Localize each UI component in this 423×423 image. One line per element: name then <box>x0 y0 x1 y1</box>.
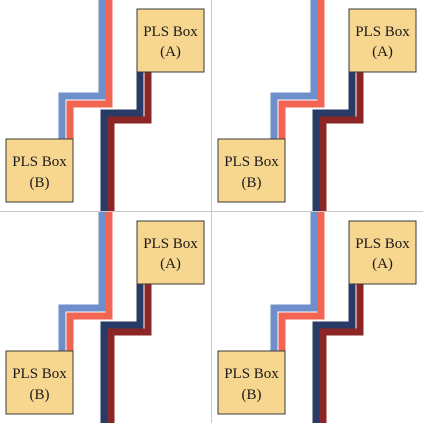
panel-bottom-right: PLS Box (A) PLS Box (B) <box>217 212 417 423</box>
pls-box-b-line1: PLS Box <box>224 366 279 382</box>
pls-box-b: PLS Box (B) <box>5 138 74 203</box>
pls-box-a-line2: (A) <box>372 44 393 60</box>
pls-box-a-line2: (A) <box>160 256 181 272</box>
pls-box-b: PLS Box (B) <box>217 138 286 203</box>
pls-box-a: PLS Box (A) <box>136 220 205 285</box>
pls-box-b-line2: (B) <box>242 175 262 191</box>
wire-red <box>66 0 113 140</box>
pls-box-a-line1: PLS Box <box>355 24 410 40</box>
wire-dark-red <box>107 282 152 423</box>
wire-red <box>278 212 325 352</box>
pls-box-b-line1: PLS Box <box>12 366 67 382</box>
wire-dark-red <box>319 70 364 211</box>
pls-box-a-line1: PLS Box <box>143 236 198 252</box>
wire-navy <box>312 282 356 423</box>
pls-box-b-line2: (B) <box>30 175 50 191</box>
wire-light-blue <box>58 212 106 352</box>
wire-red <box>66 212 113 352</box>
panel-top-left: PLS Box (A) PLS Box (B) <box>5 0 205 211</box>
pls-box-b-line1: PLS Box <box>12 154 67 170</box>
pls-box-a-line2: (A) <box>160 44 181 60</box>
wire-dark-red <box>107 70 152 211</box>
panel-bottom-left: PLS Box (A) PLS Box (B) <box>5 212 205 423</box>
pls-box-a-line1: PLS Box <box>143 24 198 40</box>
wire-navy <box>312 70 356 211</box>
pls-box-b: PLS Box (B) <box>5 350 74 415</box>
pls-box-a: PLS Box (A) <box>136 8 205 73</box>
pls-box-b-line1: PLS Box <box>224 154 279 170</box>
pls-box-a-line1: PLS Box <box>355 236 410 252</box>
pls-box-a: PLS Box (A) <box>348 8 417 73</box>
pls-box-a-line2: (A) <box>372 256 393 272</box>
wire-light-blue <box>270 212 318 352</box>
wire-navy <box>100 282 144 423</box>
wire-red <box>278 0 325 140</box>
wire-navy <box>100 70 144 211</box>
wire-light-blue <box>270 0 318 140</box>
panel-top-right: PLS Box (A) PLS Box (B) <box>217 0 417 211</box>
pls-box-b: PLS Box (B) <box>217 350 286 415</box>
wire-light-blue <box>58 0 106 140</box>
pls-box-a: PLS Box (A) <box>348 220 417 285</box>
pls-box-b-line2: (B) <box>242 387 262 403</box>
wire-dark-red <box>319 282 364 423</box>
pls-box-b-line2: (B) <box>30 387 50 403</box>
